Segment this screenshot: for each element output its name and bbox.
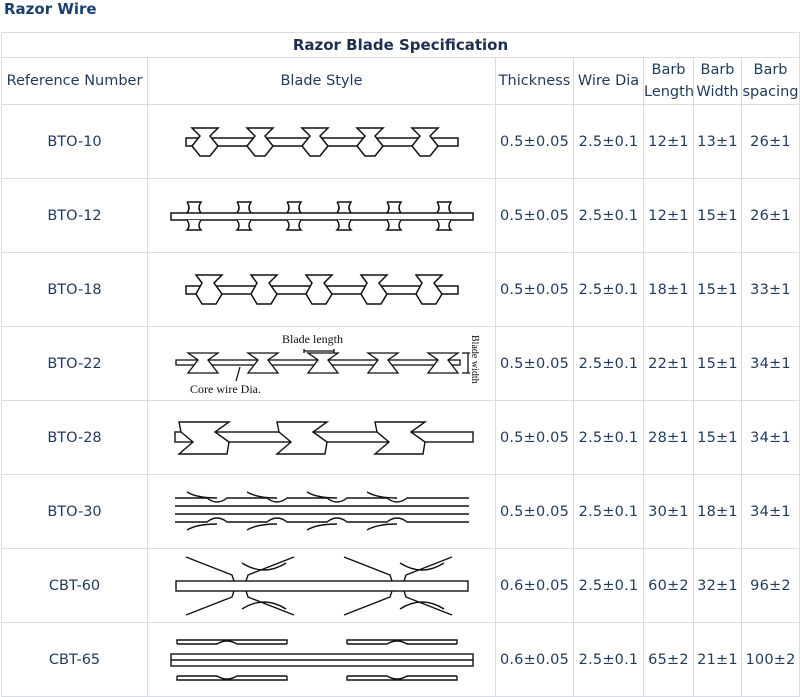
barb-spacing-cell: 34±1 [741, 326, 800, 401]
table-row: BTO-30 0.5±0.05 2.5±0.1 30±1 18±1 34±1 [1, 474, 800, 549]
table-row: BTO-10 0.5±0.05 2.5±0.1 12±1 13±1 26±1 [1, 104, 800, 179]
barb-spacing-cell: 26±1 [741, 104, 800, 179]
header-barb-width-line1: Barb [700, 62, 735, 78]
wire-dia-cell: 2.5±0.1 [573, 400, 644, 475]
blade-style-cell [147, 622, 496, 697]
table-row: BTO-22 Blade length Core wire Dia. Blade… [1, 326, 800, 401]
blade-style-cell [147, 178, 496, 253]
blade-style-cell [147, 400, 496, 475]
header-barb-width-line2: Width [696, 84, 739, 100]
barb-length-cell: 18±1 [643, 252, 694, 327]
barb-width-cell: 15±1 [693, 252, 742, 327]
blade-style-cell [147, 252, 496, 327]
table-row: BTO-18 0.5±0.05 2.5±0.1 18±1 15±1 33±1 [1, 252, 800, 327]
wire-dia-cell: 2.5±0.1 [573, 622, 644, 697]
header-barb-spacing-line2: spacing [742, 84, 799, 100]
barb-length-cell: 65±2 [643, 622, 694, 697]
barb-spacing-cell: 33±1 [741, 252, 800, 327]
bto-12-blade-diagram [169, 200, 474, 231]
wire-dia-cell: 2.5±0.1 [573, 326, 644, 401]
barb-spacing-cell: 34±1 [741, 400, 800, 475]
header-barb-length-line1: Barb [651, 62, 686, 78]
header-barb-spacing: Barb spacing [741, 57, 800, 105]
diagram-label-core-wire: Core wire Dia. [190, 382, 261, 396]
ref-cell: BTO-30 [1, 474, 148, 549]
barb-width-cell: 15±1 [693, 326, 742, 401]
table-caption: Razor Blade Specification [1, 32, 800, 58]
wire-dia-cell: 2.5±0.1 [573, 548, 644, 623]
wire-dia-cell: 2.5±0.1 [573, 474, 644, 549]
barb-spacing-cell: 34±1 [741, 474, 800, 549]
blade-style-cell [147, 104, 496, 179]
barb-width-cell: 32±1 [693, 548, 742, 623]
barb-width-cell: 15±1 [693, 400, 742, 475]
barb-length-cell: 60±2 [643, 548, 694, 623]
thickness-cell: 0.5±0.05 [495, 178, 574, 253]
ref-cell: BTO-18 [1, 252, 148, 327]
barb-length-cell: 22±1 [643, 326, 694, 401]
blade-style-cell: Blade length Core wire Dia. Blade width [147, 326, 496, 401]
thickness-cell: 0.6±0.05 [495, 622, 574, 697]
table-row: BTO-28 0.5±0.05 2.5±0.1 28±1 15±1 34±1 [1, 400, 800, 475]
thickness-cell: 0.5±0.05 [495, 326, 574, 401]
bto-10-blade-diagram [184, 126, 459, 157]
header-blade-style: Blade Style [147, 57, 496, 105]
barb-length-cell: 12±1 [643, 104, 694, 179]
table-row: CBT-60 0.6±0.05 2.5±0.1 60±2 32±1 96±2 [1, 548, 800, 623]
blade-style-cell [147, 474, 496, 549]
thickness-cell: 0.5±0.05 [495, 104, 574, 179]
header-wire-dia: Wire Dia [573, 57, 644, 105]
thickness-cell: 0.5±0.05 [495, 400, 574, 475]
thickness-cell: 0.5±0.05 [495, 252, 574, 327]
ref-cell: CBT-60 [1, 548, 148, 623]
barb-length-cell: 12±1 [643, 178, 694, 253]
barb-width-cell: 15±1 [693, 178, 742, 253]
ref-cell: BTO-10 [1, 104, 148, 179]
barb-length-cell: 30±1 [643, 474, 694, 549]
table-row: CBT-65 0.6±0.05 2.5±0.1 65±2 21±1 100±2 [1, 622, 800, 697]
ref-cell: BTO-28 [1, 400, 148, 475]
wire-dia-cell: 2.5±0.1 [573, 252, 644, 327]
razor-blade-spec-table: Razor Blade Specification Reference Numb… [1, 32, 800, 697]
diagram-label-blade-length: Blade length [282, 332, 343, 346]
wire-dia-cell: 2.5±0.1 [573, 104, 644, 179]
page-title: Razor Wire [4, 0, 97, 18]
cbt-60-blade-diagram [174, 555, 469, 616]
bto-18-blade-diagram [184, 273, 459, 305]
bto-30-blade-diagram [174, 490, 469, 531]
barb-spacing-cell: 26±1 [741, 178, 800, 253]
barb-spacing-cell: 100±2 [741, 622, 800, 697]
barb-spacing-cell: 96±2 [741, 548, 800, 623]
header-barb-length-line2: Length [644, 84, 695, 100]
ref-cell: BTO-22 [1, 326, 148, 401]
barb-length-cell: 28±1 [643, 400, 694, 475]
blade-style-cell [147, 548, 496, 623]
wire-dia-cell: 2.5±0.1 [573, 178, 644, 253]
barb-width-cell: 18±1 [693, 474, 742, 549]
table-row: BTO-12 0.5±0.05 2.5±0.1 12±1 15±1 26±1 [1, 178, 800, 253]
bto-28-blade-diagram [173, 420, 474, 455]
barb-width-cell: 21±1 [693, 622, 742, 697]
header-barb-spacing-line1: Barb [753, 62, 788, 78]
ref-cell: BTO-12 [1, 178, 148, 253]
barb-width-cell: 13±1 [693, 104, 742, 179]
diagram-label-blade-width: Blade width [469, 335, 480, 384]
cbt-65-blade-diagram [169, 638, 474, 681]
thickness-cell: 0.5±0.05 [495, 474, 574, 549]
thickness-cell: 0.6±0.05 [495, 548, 574, 623]
header-reference-number: Reference Number [1, 57, 148, 105]
header-row: Reference Number Blade Style Thickness W… [1, 57, 800, 105]
bto-22-blade-diagram: Blade length Core wire Dia. Blade width [174, 332, 480, 396]
header-thickness: Thickness [495, 57, 574, 105]
ref-cell: CBT-65 [1, 622, 148, 697]
